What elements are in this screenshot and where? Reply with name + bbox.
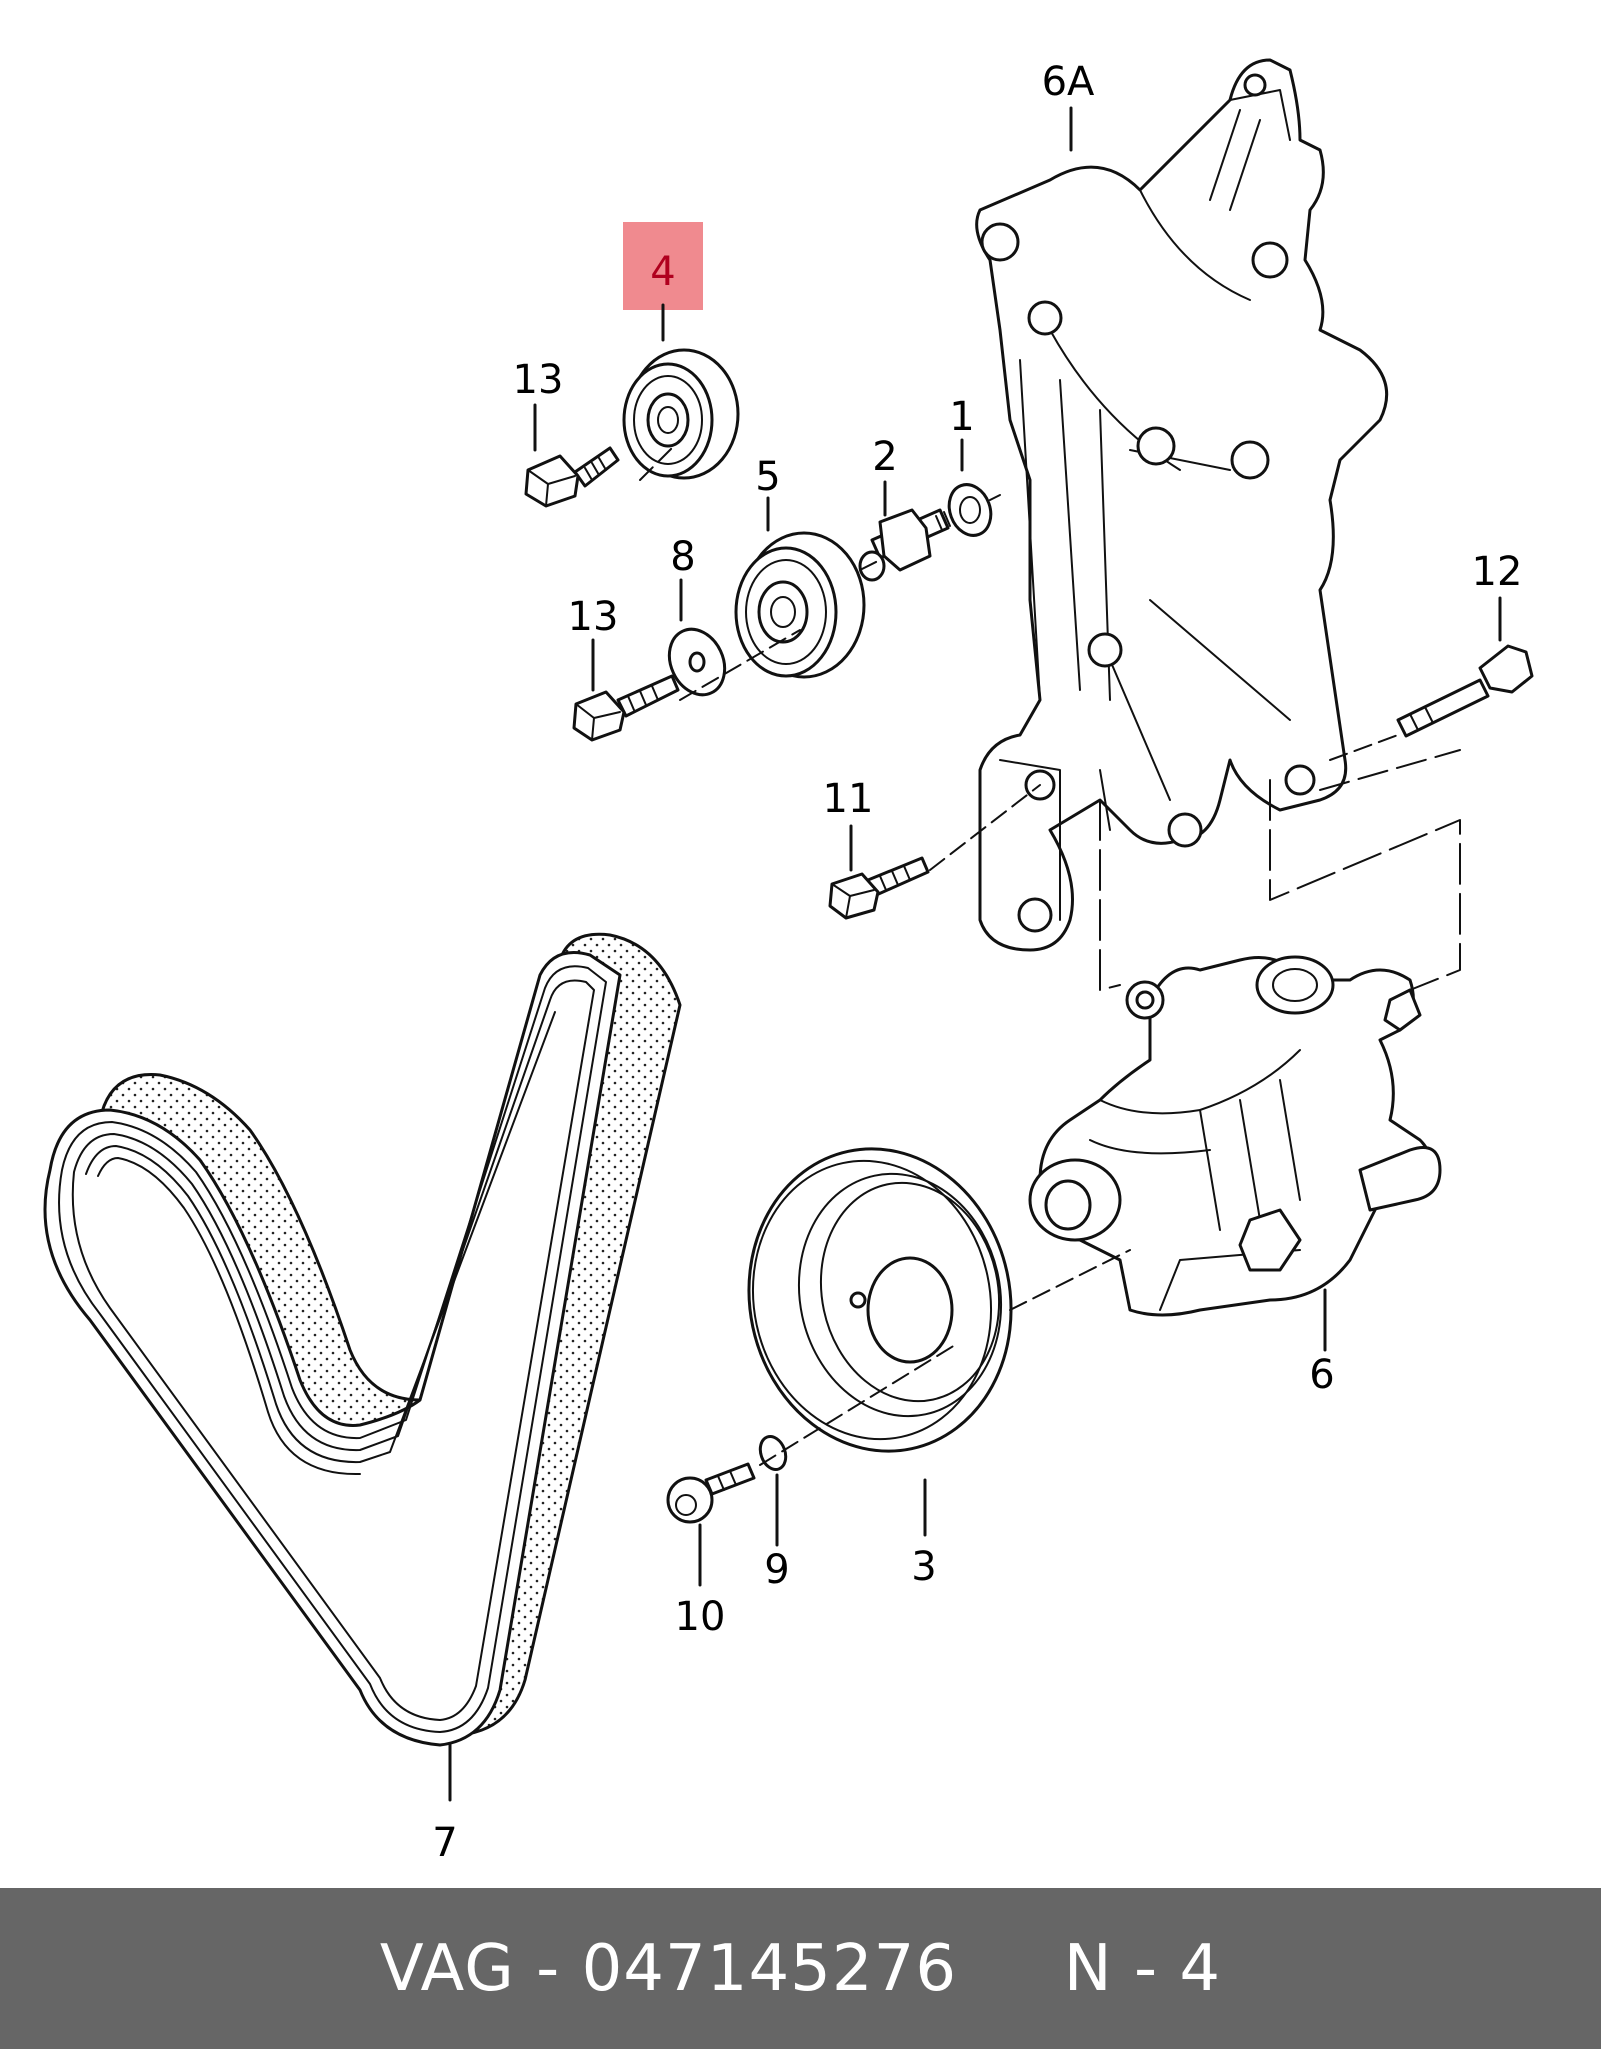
bolt-13-upper <box>524 446 620 508</box>
leader-lines <box>448 106 1502 1802</box>
mounting-line-1 <box>1099 799 1121 991</box>
mounting-line-3 <box>1319 749 1461 791</box>
mounting-line-2 <box>1269 779 1461 991</box>
callout-3: 3 <box>911 1544 936 1590</box>
callout-5: 5 <box>755 454 780 500</box>
steering-pump-6 <box>1028 955 1442 1317</box>
callout-10: 10 <box>675 1594 726 1640</box>
part-number-caption: VAG - 047145276 N - 4 <box>379 1931 1222 2006</box>
callout-8: 8 <box>670 534 695 580</box>
callout-12: 12 <box>1472 549 1523 595</box>
bolt-12 <box>1396 644 1534 738</box>
bracket-6a <box>975 58 1389 952</box>
ribbed-belt-7 <box>43 932 682 1747</box>
bolt-13-lower <box>572 674 680 742</box>
washer-9 <box>758 1435 788 1471</box>
callout-13-lower: 13 <box>568 594 619 640</box>
pump-pulley-3 <box>747 1147 1013 1453</box>
footer-bar: VAG - 047145276 N - 4 <box>0 1888 1601 2049</box>
bolt-10 <box>666 1462 756 1524</box>
washer-1 <box>947 483 993 537</box>
callout-4: 4 <box>650 249 675 295</box>
highlight-box <box>623 222 703 310</box>
callout-1: 1 <box>949 394 974 440</box>
callout-6: 6 <box>1309 1352 1334 1398</box>
callout-2: 2 <box>872 434 897 480</box>
callout-9: 9 <box>764 1547 789 1593</box>
callout-7: 7 <box>432 1820 457 1866</box>
stud-2 <box>858 508 951 582</box>
washer-8 <box>667 627 727 697</box>
bolt-11 <box>828 856 930 920</box>
callout-13-upper: 13 <box>513 357 564 403</box>
callout-6a: 6A <box>1042 59 1095 105</box>
idler-pulley-5 <box>734 531 866 679</box>
parts-diagram: 6A 4 13 1 2 5 8 13 12 11 6 9 3 10 7 <box>43 58 1534 1866</box>
callout-11: 11 <box>823 776 874 822</box>
idler-pulley-4 <box>622 348 740 480</box>
